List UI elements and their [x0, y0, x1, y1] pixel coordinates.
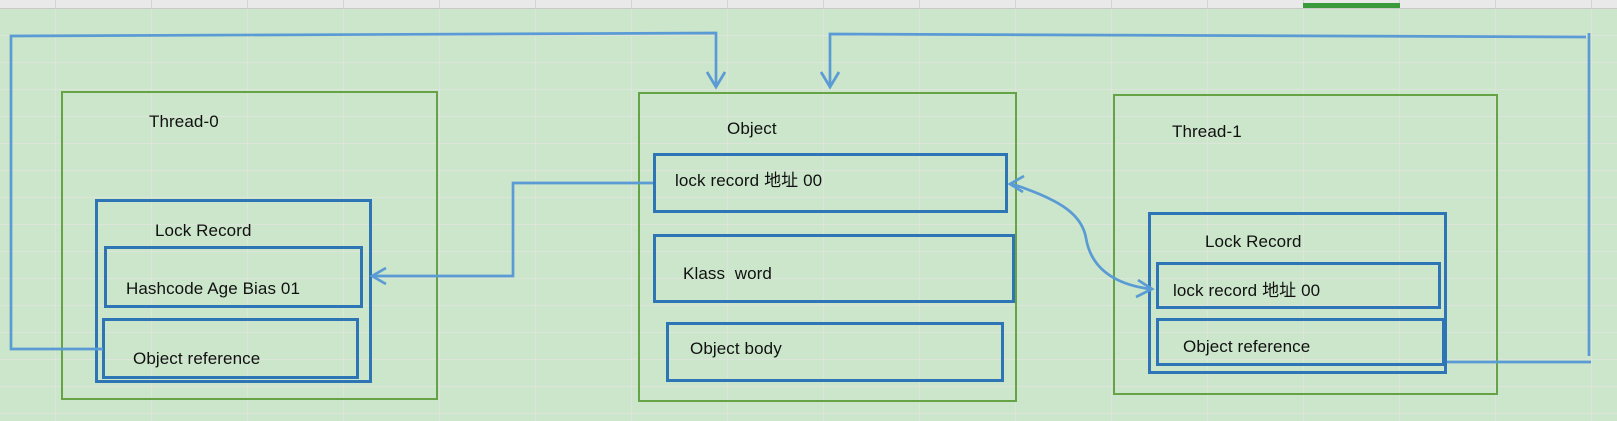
- thread0-hashcode-age-bias-slot[interactable]: [104, 246, 363, 308]
- thread1-lock-record-address-label: lock record 地址 00: [1173, 281, 1321, 300]
- thread1-title: Thread-1: [1172, 122, 1242, 141]
- cell-selection-border: [1303, 3, 1400, 8]
- thread1-object-reference-slot[interactable]: [1156, 318, 1445, 366]
- thread0-title: Thread-0: [149, 112, 219, 131]
- object-lock-record-address-label: lock record 地址 00: [675, 171, 823, 190]
- object-title: Object: [727, 119, 777, 138]
- thread1-lock-record-address-slot[interactable]: [1156, 262, 1441, 309]
- spreadsheet-top-row: [0, 0, 1617, 9]
- object-body-slot[interactable]: [666, 322, 1004, 382]
- thread1-lock-record-title: Lock Record: [1205, 232, 1302, 251]
- object-body-label: Object body: [690, 339, 782, 358]
- object-klass-word-label: Klass word: [683, 264, 772, 283]
- thread0-object-reference-label: Object reference: [133, 349, 261, 368]
- thread0-lock-record-title: Lock Record: [155, 221, 252, 240]
- thread0-hashcode-age-bias-label: Hashcode Age Bias 01: [126, 279, 301, 298]
- thread1-object-reference-label: Object reference: [1183, 337, 1311, 356]
